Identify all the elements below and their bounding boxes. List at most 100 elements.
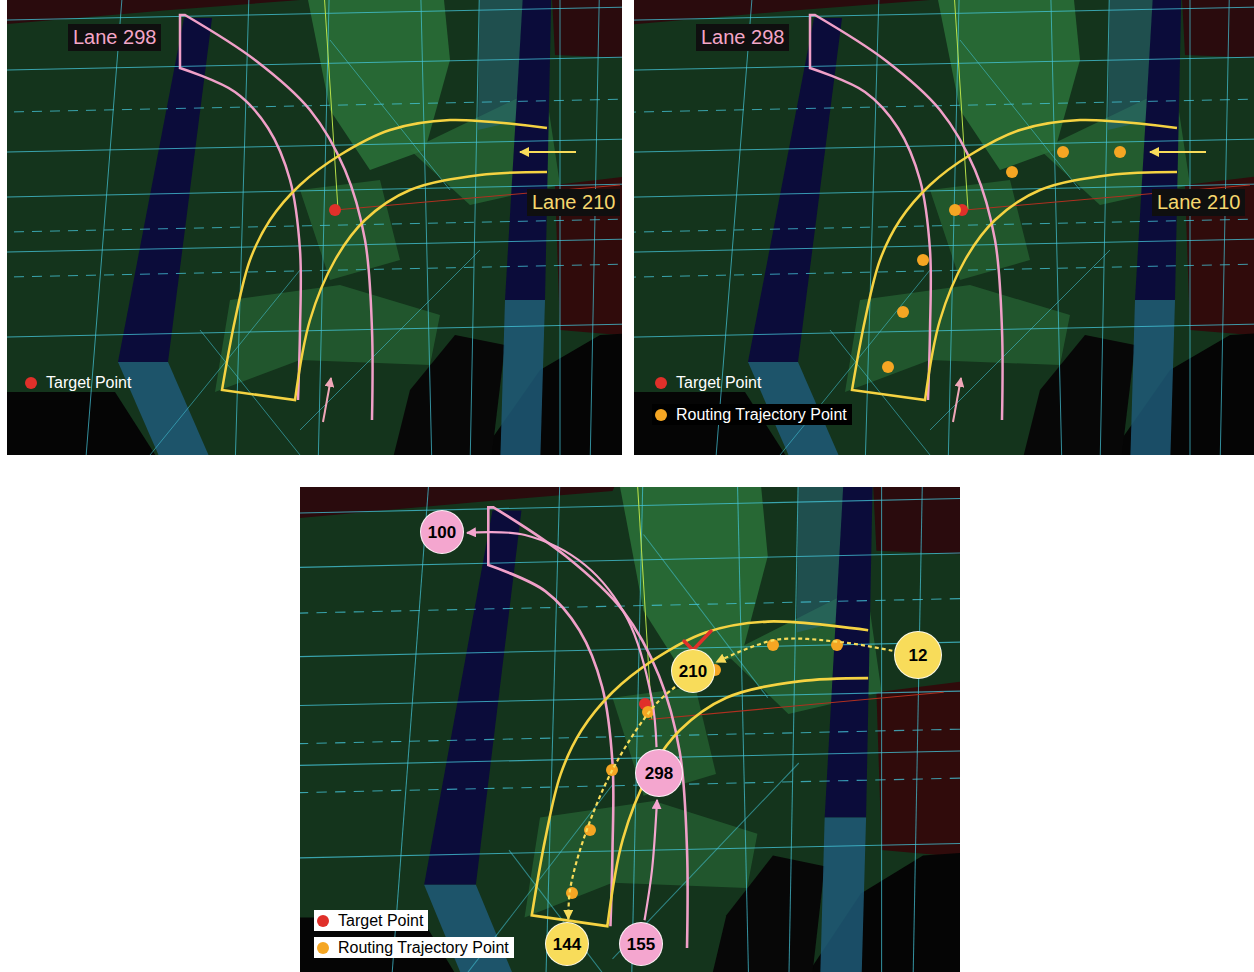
routing-connector xyxy=(716,639,892,663)
lane-210-outline xyxy=(852,120,1177,400)
lane-boundary xyxy=(1100,0,1110,455)
legend-entry: Target Point xyxy=(314,910,428,931)
lane-boundary xyxy=(150,270,300,455)
direction-arrow xyxy=(1150,151,1206,153)
lane-id: 210 xyxy=(679,663,707,680)
lane-divider xyxy=(7,218,622,233)
building-area xyxy=(1180,0,1254,60)
lane-298-outline xyxy=(810,15,1003,420)
check-mark xyxy=(684,631,711,650)
off-road-area xyxy=(706,855,825,972)
lane-boundary xyxy=(881,487,882,972)
lane-boundary xyxy=(634,138,1254,153)
lane-boundary xyxy=(830,330,930,455)
lane-boundary xyxy=(300,552,960,568)
lane-name: Lane 210 xyxy=(1152,189,1245,216)
lane-boundary xyxy=(634,238,1254,253)
lane-boundary xyxy=(634,6,1254,21)
lane-boundary xyxy=(1190,0,1191,455)
crosswalk xyxy=(1130,300,1175,455)
lane-boundary xyxy=(509,850,613,972)
crosswalk xyxy=(424,511,521,885)
lane-divider xyxy=(634,218,1254,233)
lane-id-circle: 144 xyxy=(545,922,589,966)
routing-connector xyxy=(467,532,657,747)
crosswalk xyxy=(825,487,874,817)
lane-id-circle: 12 xyxy=(894,631,942,679)
lane-divider xyxy=(7,98,622,113)
lane-boundary xyxy=(420,0,432,455)
crosswalk xyxy=(118,18,212,362)
legend-text: Target Point xyxy=(338,911,423,930)
lane-divider xyxy=(300,598,960,614)
lane-boundary xyxy=(560,0,561,455)
lane-boundary xyxy=(300,690,960,706)
target-point xyxy=(329,204,341,216)
map-panel xyxy=(7,0,622,455)
lane-divider xyxy=(634,98,1254,113)
routing-trajectory-point xyxy=(917,254,929,266)
routing-trajectory-point xyxy=(1114,146,1126,158)
lane-name: Lane 298 xyxy=(68,24,161,51)
drivable-area xyxy=(525,801,758,917)
map-ground xyxy=(634,0,1254,455)
lane-name: Lane 298 xyxy=(696,24,789,51)
routing-trajectory-point xyxy=(882,361,894,373)
lane-boundary xyxy=(200,330,300,455)
building-area xyxy=(300,487,633,521)
lane-boundary xyxy=(960,40,1080,190)
lane-id: 12 xyxy=(909,647,928,664)
lane-boundary xyxy=(780,270,930,455)
crosswalk xyxy=(500,300,545,455)
lane-boundary xyxy=(590,0,600,455)
heading-line xyxy=(649,692,944,719)
lane-id: 298 xyxy=(645,765,673,782)
lane-boundary xyxy=(737,487,749,972)
lane-id-circle: 100 xyxy=(420,510,464,554)
routing-trajectory-point xyxy=(566,887,578,899)
lane-boundary xyxy=(390,487,431,972)
legend-entry: Target Point xyxy=(22,372,136,393)
routing-connector xyxy=(645,800,658,920)
lane-boundary xyxy=(7,138,622,153)
lane-divider xyxy=(300,728,960,744)
lane-boundary xyxy=(545,487,561,972)
off-road-area xyxy=(390,335,505,455)
map-ground xyxy=(7,0,622,455)
lane-boundary xyxy=(330,40,450,190)
lane-boundary xyxy=(318,0,330,455)
crosswalk xyxy=(1135,0,1182,300)
drivable-area xyxy=(845,285,1070,392)
legend-text: Target Point xyxy=(46,373,131,392)
lane-id-circle: 155 xyxy=(619,922,663,966)
lane-divider xyxy=(634,263,1254,278)
lane-boundary xyxy=(235,0,250,455)
lane-boundary xyxy=(7,56,622,71)
lane-298-outline xyxy=(488,507,687,948)
heading-line xyxy=(952,0,968,210)
lane-boundary xyxy=(7,323,622,338)
crosswalk xyxy=(748,18,842,362)
lane-boundary xyxy=(788,487,798,972)
lane-boundary xyxy=(300,498,960,514)
lane-id: 155 xyxy=(627,936,655,953)
lane-boundary xyxy=(1220,0,1230,455)
lane-210-outline xyxy=(532,621,868,926)
legend-swatch xyxy=(655,377,667,389)
legend-entry: Routing Trajectory Point xyxy=(314,937,514,958)
crosswalk xyxy=(118,362,215,455)
lane-boundary xyxy=(7,238,622,253)
routing-trajectory-point xyxy=(949,204,961,216)
direction-arrow xyxy=(953,378,961,422)
map-panel xyxy=(300,487,960,972)
lane-name: Lane 210 xyxy=(527,189,620,216)
lane-id: 144 xyxy=(553,936,581,953)
crosswalk xyxy=(505,0,552,300)
direction-arrow xyxy=(323,378,331,422)
off-road-area xyxy=(1020,335,1135,455)
building-area xyxy=(550,0,622,60)
